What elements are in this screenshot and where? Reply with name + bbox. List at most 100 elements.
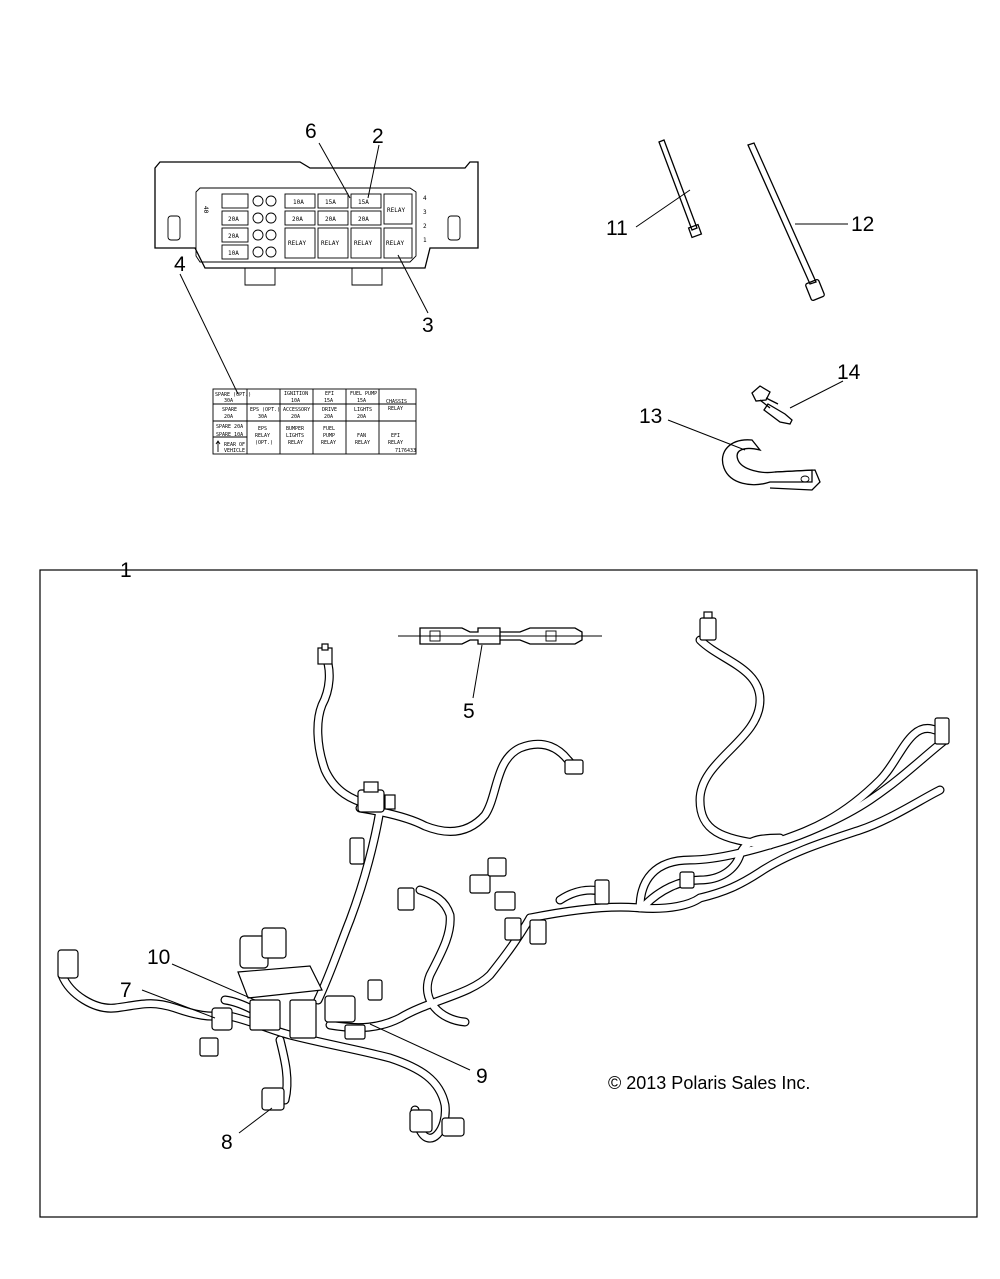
lbl-r3-1: SPARE 20A — [216, 424, 243, 430]
lbl-r1-3: IGNITION — [284, 391, 308, 397]
connector-main-hub — [357, 781, 396, 813]
lbl-r1-7: FUEL PUMP — [350, 391, 377, 397]
connector-mid-upper — [349, 837, 365, 865]
harness-wire-core — [326, 914, 534, 1031]
lbl-r2-4: 30A — [258, 414, 267, 420]
fuse-r2-1: 20A — [228, 216, 239, 223]
lbl-r3-7: LIGHTS — [286, 433, 304, 439]
harness-wire-core — [276, 1036, 291, 1104]
harness-wire-core — [696, 786, 944, 902]
connector-9 — [324, 979, 383, 1040]
harness-wire-core — [314, 651, 374, 809]
fuse-box: 40 4 3 2 1 10A 15A 15A RELAY 20A 20A 20A… — [154, 161, 479, 286]
fuse-r3-3: RELAY — [321, 240, 339, 247]
callout-11: 11 — [606, 217, 628, 240]
harness-wire-outline — [765, 723, 940, 850]
connector-7 — [199, 1007, 233, 1057]
harness-frame — [39, 569, 978, 1218]
lbl-part-no: 7176433 — [395, 448, 416, 454]
callout-2: 2 — [372, 125, 384, 148]
connector-right-mid — [594, 871, 695, 905]
lbl-rear-1: REAR OF — [224, 442, 245, 448]
lbl-r2-2: 20A — [224, 414, 233, 420]
cable-tie-small — [658, 139, 703, 239]
lbl-r3-14: EFI — [391, 433, 400, 439]
callout-14: 14 — [837, 361, 861, 384]
lbl-r3-12: FAN — [357, 433, 366, 439]
lbl-r3-4: RELAY — [255, 433, 270, 439]
lbl-r2-1: SPARE — [222, 407, 237, 413]
connector-left-end — [57, 949, 79, 979]
harness-wire-core — [416, 886, 469, 1026]
harness-wire-core — [356, 740, 579, 835]
harness-wire-core — [58, 971, 229, 1020]
lbl-r1-2: 30A — [224, 398, 233, 404]
lbl-r3-15: RELAY — [388, 440, 403, 446]
connector-far-right-top — [699, 611, 717, 641]
lbl-r3-2: SPARE 10A — [216, 432, 243, 438]
fuse-r3-5: RELAY — [386, 240, 404, 247]
lbl-r1-6: 15A — [324, 398, 333, 404]
relay-box — [237, 927, 323, 1039]
callout-7: 7 — [120, 979, 132, 1002]
harness-wire-outline — [355, 739, 580, 836]
lbl-r1-10: RELAY — [388, 406, 403, 412]
callout-8: 8 — [221, 1131, 233, 1154]
fuse-side-r2: 3 — [423, 209, 427, 216]
fuse-r1-1: 10A — [293, 199, 304, 206]
fuse-r4-1: 10A — [228, 250, 239, 257]
lbl-r2-9: LIGHTS — [354, 407, 372, 413]
harness-wire-outline — [57, 970, 230, 1021]
wiring-harness — [57, 611, 950, 1143]
fuse-r3-4: RELAY — [354, 240, 372, 247]
callout-5: 5 — [463, 700, 475, 723]
connector-center-cluster — [469, 857, 547, 945]
connector-bottom-right — [409, 1109, 465, 1137]
fuse-side-r3: 2 — [423, 223, 427, 230]
lbl-r3-5: (OPT.) — [255, 440, 273, 446]
lbl-r2-8: 20A — [324, 414, 333, 420]
callout-10: 10 — [147, 946, 170, 969]
connector-mid-small — [397, 887, 415, 911]
lbl-r3-8: RELAY — [288, 440, 303, 446]
fuse-r2-3: 20A — [325, 216, 336, 223]
harness-wire-core — [766, 725, 939, 849]
lbl-r1-5: EFI — [325, 391, 334, 397]
lbl-r3-13: RELAY — [355, 440, 370, 446]
fuse-label: SPARE (OPT.) 30A IGNITION 10A EFI 15A FU… — [212, 388, 417, 455]
fuse-r1-4: RELAY — [387, 207, 405, 214]
harness-wire-core — [526, 894, 704, 922]
callout-6: 6 — [305, 120, 317, 143]
lbl-r2-3: EPS (OPT.) — [250, 407, 280, 413]
lbl-r3-9: FUEL — [323, 426, 335, 432]
callouts: 1 2 3 4 5 6 7 8 9 10 11 12 13 14 — [120, 120, 874, 1154]
lbl-r3-10: PUMP — [323, 433, 335, 439]
callout-4: 4 — [174, 253, 186, 276]
connector-8 — [261, 1087, 285, 1111]
lbl-r1-4: 10A — [291, 398, 300, 404]
callout-1: 1 — [120, 559, 132, 582]
inline-fuse-holder — [398, 627, 602, 645]
fuse-r3-2: RELAY — [288, 240, 306, 247]
lbl-r2-7: DRIVE — [322, 407, 337, 413]
lbl-r3-6: BUMPER — [286, 426, 305, 432]
lbl-r2-5: ACCESSORY — [283, 407, 310, 413]
harness-wire-core — [696, 636, 774, 849]
fuse-side-r4: 1 — [423, 237, 427, 244]
connector-right-small — [564, 759, 584, 775]
fuse-side-left: 40 — [202, 206, 209, 214]
harness-wire-core — [314, 806, 384, 1004]
fuse-r1-2: 15A — [325, 199, 336, 206]
callout-9: 9 — [476, 1065, 488, 1088]
copyright-text: © 2013 Polaris Sales Inc. — [608, 1073, 810, 1093]
lbl-r3-3: EPS — [258, 426, 267, 432]
callout-12: 12 — [851, 213, 874, 236]
leader-lines — [110, 142, 848, 1134]
fuse-r2-4: 20A — [358, 216, 369, 223]
callout-3: 3 — [422, 314, 434, 337]
cable-tie-large — [747, 142, 825, 302]
lbl-r2-10: 20A — [357, 414, 366, 420]
lbl-r1-1: SPARE (OPT.) — [215, 392, 251, 398]
fuse-r2-2: 20A — [292, 216, 303, 223]
